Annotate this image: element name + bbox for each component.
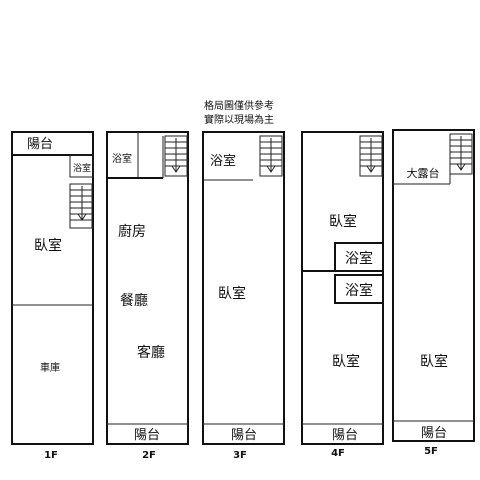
floor-1f-bedroom-label: 臥室 [34,237,62,254]
floor-3f-bedroom-label: 臥室 [218,285,246,302]
staircase-icon [449,133,473,175]
floor-3f-plan: 浴室 臥室 陽台 3F [202,131,285,461]
floor-1f-bath-room [69,154,94,178]
floor-1f-plan: 陽台 浴室 臥室 車庫 1F [11,131,94,461]
floor-2f-caption: 2F [142,450,156,461]
floor-2f-kitchen-label: 廚房 [118,223,146,240]
reference-note-line2: 實際以現場為主 [204,113,274,126]
floor-4f-bath-b-room [334,274,384,304]
floor-4f-bath-a-room [334,242,384,272]
floor-2f-balcony-label: 陽台 [134,428,160,443]
floor-5f-bedroom-label: 臥室 [420,353,448,370]
floor-1f-caption: 1F [44,450,58,461]
floor-4f-caption: 4F [331,448,345,459]
floor-4f-balcony-label: 陽台 [332,428,358,443]
floor-4f-plan: 臥室 浴室 浴室 臥室 陽台 4F [301,131,384,459]
floor-1f-garage-label: 車庫 [40,361,60,374]
floor-5f-terrace-label: 大露台 [407,166,440,180]
floor-2f-outline [106,131,189,445]
floor-5f-outline [392,129,475,442]
floor-2f-living-label: 客廳 [137,344,165,361]
floor-4f-bedroom-bottom-label: 臥室 [332,353,360,370]
floor-5f-caption: 5F [424,446,438,457]
floor-4f-bath-a-label: 浴室 [345,250,373,267]
floor-2f-plan: 浴室 廚房 餐廳 客廳 陽台 2F [106,131,189,461]
floor-2f-dining-label: 餐廳 [120,292,148,309]
floor-1f-bath-label: 浴室 [73,162,91,174]
staircase-icon [69,183,93,229]
floor-3f-outline [202,131,285,445]
staircase-icon [359,135,383,177]
staircase-icon [164,135,188,177]
floor-1f-balcony-label: 陽台 [27,137,53,152]
floor-3f-bath-label: 浴室 [210,153,236,169]
floor-5f-plan: 大露台 臥室 陽台 5F [392,129,475,457]
floor-5f-balcony-label: 陽台 [421,426,447,441]
floor-2f-bath-label: 浴室 [112,152,132,165]
floor-4f-bath-b-label: 浴室 [345,282,373,299]
floor-4f-bedroom-top-label: 臥室 [329,213,357,230]
staircase-icon [259,135,283,177]
floor-3f-caption: 3F [233,450,247,461]
reference-note-line1: 格局圖僅供參考 [204,99,274,112]
floor-1f-outline [11,131,94,445]
floor-3f-balcony-label: 陽台 [231,428,257,443]
